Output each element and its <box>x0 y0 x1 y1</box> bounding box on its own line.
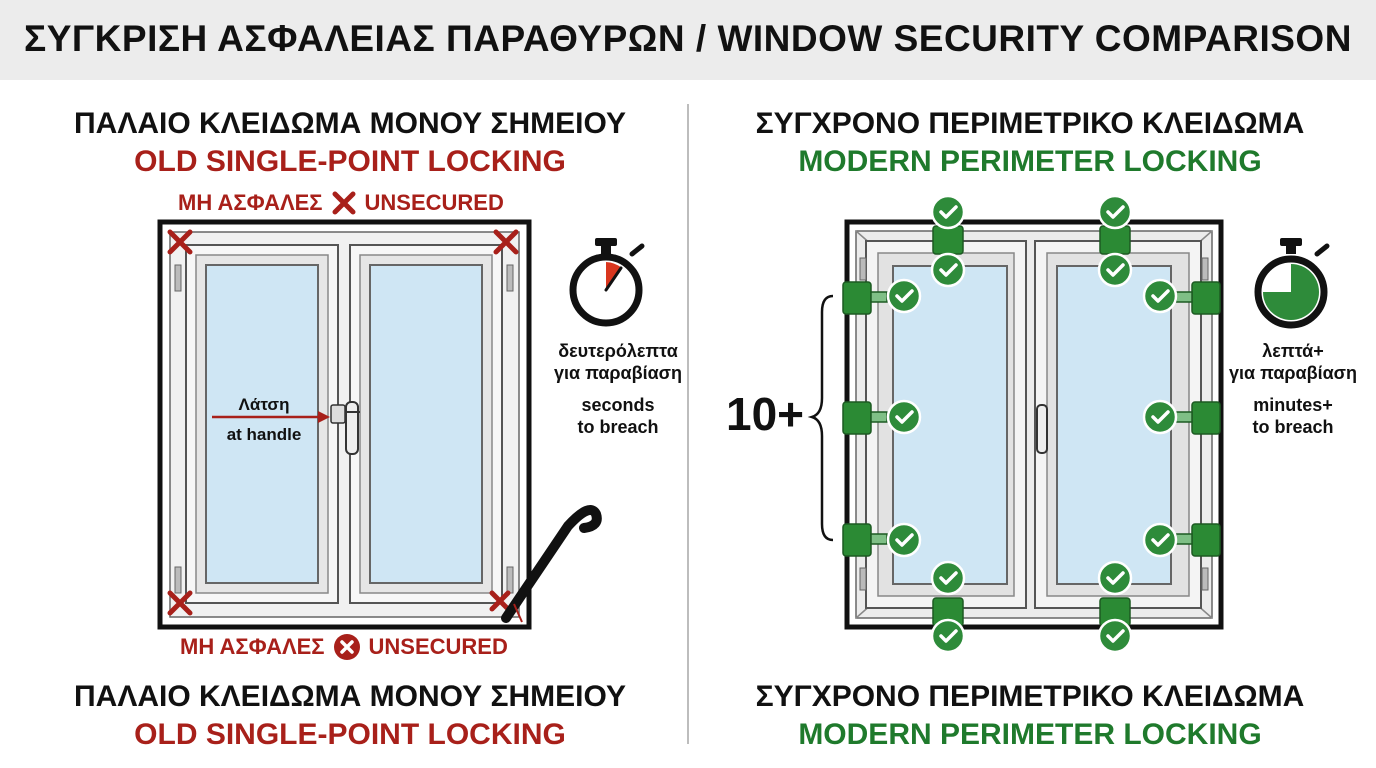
cross-icon <box>332 191 356 215</box>
right-breach-time-note: λεπτά+ για παραβίαση minutes+ to breach <box>1218 340 1368 438</box>
stopwatch-icon-seconds <box>569 238 645 327</box>
left-time-greek-1: δευτερόλεπτα <box>558 341 678 361</box>
latch-label: Λάτση at handle <box>212 390 316 450</box>
unsecured-bottom-label: ΜΗ ΑΣΦΑΛΕΣ UNSECURED <box>180 633 508 661</box>
latch-greek: Λάτση <box>238 395 290 414</box>
right-time-english-2: to breach <box>1252 417 1334 437</box>
modern-handle-icon <box>1036 404 1048 454</box>
left-footer-greek: ΠΑΛΑΙΟ ΚΛΕΙΔΩΜΑ ΜΟΝΟΥ ΣΗΜΕΙΟΥ <box>74 680 626 713</box>
unsecured-bottom-greek: ΜΗ ΑΣΦΑΛΕΣ <box>180 634 325 659</box>
lock-point-count: 10+ <box>726 388 805 440</box>
crowbar-icon <box>501 505 602 623</box>
right-time-greek-1: λεπτά+ <box>1262 341 1324 361</box>
right-time-english-1: minutes+ <box>1253 395 1333 415</box>
left-glass-pane <box>205 264 319 584</box>
left-heading-english: OLD SINGLE-POINT LOCKING <box>134 145 566 178</box>
left-footer: ΠΑΛΑΙΟ ΚΛΕΙΔΩΜΑ ΜΟΝΟΥ ΣΗΜΕΙΟΥ OLD SINGLE… <box>40 678 660 754</box>
unsecured-top-english: UNSECURED <box>364 190 504 215</box>
right-heading: ΣΥΓΧΡΟΝΟ ΠΕΡΙΜΕΤΡΙΚΟ ΚΛΕΙΔΩΜΑ MODERN PER… <box>720 105 1340 181</box>
unsecured-top-greek: ΜΗ ΑΣΦΑΛΕΣ <box>178 190 323 215</box>
stopwatch-icon-minutes <box>1254 238 1330 329</box>
center-divider <box>687 104 689 744</box>
left-time-english-2: to breach <box>577 417 659 437</box>
cross-circle-icon <box>333 634 360 660</box>
right-footer-greek: ΣΥΓΧΡΟΝΟ ΠΕΡΙΜΕΤΡΙΚΟ ΚΛΕΙΔΩΜΑ <box>755 680 1305 713</box>
left-footer-english: OLD SINGLE-POINT LOCKING <box>134 718 566 751</box>
left-heading-greek: ΠΑΛΑΙΟ ΚΛΕΙΔΩΜΑ ΜΟΝΟΥ ΣΗΜΕΙΟΥ <box>74 107 626 140</box>
left-time-english-1: seconds <box>581 395 655 415</box>
right-footer-english: MODERN PERIMETER LOCKING <box>798 718 1262 751</box>
right-heading-english: MODERN PERIMETER LOCKING <box>798 145 1262 178</box>
brace-icon <box>807 294 834 542</box>
right-glass-pane <box>369 264 483 584</box>
title-banner: ΣΥΓΚΡΙΣΗ ΑΣΦΑΛΕΙΑΣ ΠΑΡΑΘΥΡΩΝ / WINDOW SE… <box>0 0 1376 80</box>
right-time-greek-2: για παραβίαση <box>1229 363 1357 383</box>
corner-x-icons <box>167 229 519 616</box>
unsecured-top-label: ΜΗ ΑΣΦΑΛΕΣ UNSECURED <box>178 190 504 216</box>
latch-english: at handle <box>226 425 302 444</box>
unsecured-bottom-english: UNSECURED <box>368 634 508 659</box>
left-breach-time-note: δευτερόλεπτα για παραβίαση seconds to br… <box>538 340 698 438</box>
right-heading-greek: ΣΥΓΧΡΟΝΟ ΠΕΡΙΜΕΤΡΙΚΟ ΚΛΕΙΔΩΜΑ <box>755 107 1305 140</box>
left-time-greek-2: για παραβίαση <box>554 363 682 383</box>
old-window <box>157 219 532 630</box>
handle-icon <box>330 401 360 455</box>
page-title: ΣΥΓΚΡΙΣΗ ΑΣΦΑΛΕΙΑΣ ΠΑΡΑΘΥΡΩΝ / WINDOW SE… <box>24 18 1352 59</box>
left-heading: ΠΑΛΑΙΟ ΚΛΕΙΔΩΜΑ ΜΟΝΟΥ ΣΗΜΕΙΟΥ OLD SINGLE… <box>40 105 660 181</box>
right-footer: ΣΥΓΧΡΟΝΟ ΠΕΡΙΜΕΤΡΙΚΟ ΚΛΕΙΔΩΜΑ MODERN PER… <box>720 678 1340 754</box>
